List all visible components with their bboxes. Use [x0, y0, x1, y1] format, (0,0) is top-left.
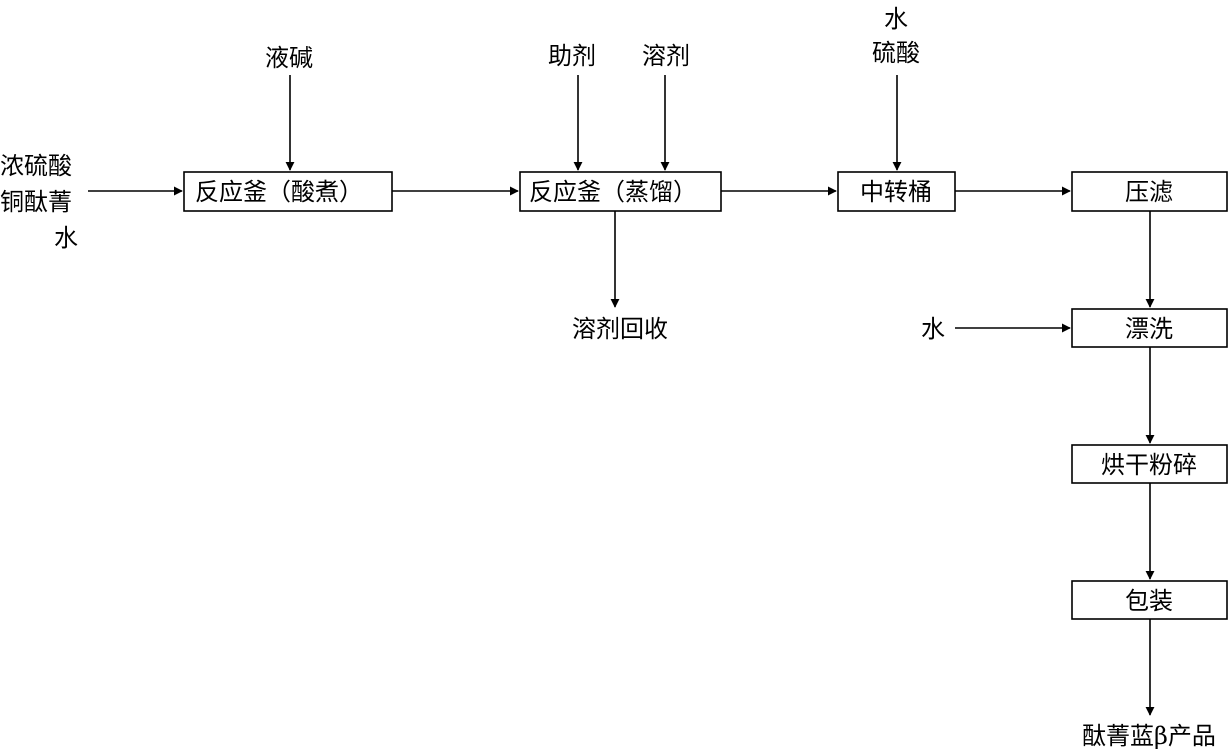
reactor-distill-box	[519, 171, 722, 212]
solvent-label: 溶剂	[642, 42, 690, 70]
raw-material-line2: 铜酞菁	[0, 188, 72, 216]
reactor-distill-label: 反应釜（蒸馏）	[529, 178, 697, 206]
raw-material-line1: 浓硫酸	[0, 152, 72, 180]
auxiliary-label: 助剂	[548, 42, 596, 70]
dry-crush-label: 烘干粉碎	[1101, 451, 1197, 479]
solvent-recovery-label: 溶剂回收	[572, 315, 668, 343]
raw-material-line3: 水	[54, 224, 78, 252]
sulfuric-acid-label: 硫酸	[872, 39, 920, 67]
press-filter-box	[1071, 171, 1228, 212]
reactor-acid-box	[183, 171, 393, 212]
dry-crush-box	[1071, 444, 1228, 484]
water-top-label: 水	[884, 5, 908, 33]
rinse-label: 漂洗	[1125, 315, 1173, 343]
package-label: 包装	[1125, 587, 1173, 615]
alkali-label: 液碱	[265, 44, 313, 72]
transfer-tank-label: 中转桶	[860, 178, 932, 206]
product-label: 酞菁蓝β产品	[1082, 722, 1216, 750]
water-wash-label: 水	[921, 315, 945, 343]
press-filter-label: 压滤	[1125, 178, 1173, 206]
transfer-tank-box	[837, 171, 956, 212]
reactor-acid-label: 反应釜（酸煮）	[195, 178, 363, 206]
